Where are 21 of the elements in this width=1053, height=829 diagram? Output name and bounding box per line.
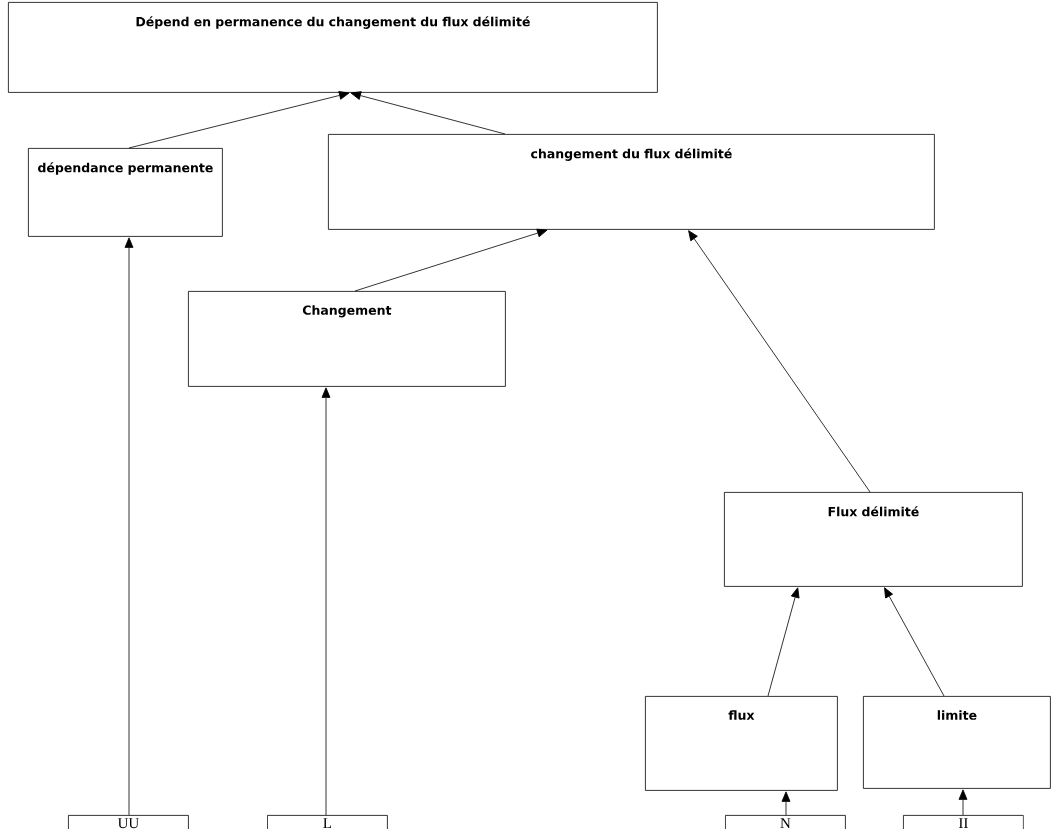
process-box: flux [645,696,838,791]
arrow [884,587,945,697]
input-box: N [725,815,846,829]
arrow [124,237,134,816]
arrow [767,587,800,697]
arrow [350,91,506,135]
arrow [958,789,968,816]
arrow [128,91,350,149]
process-box: Dépend en permanence du changement du flux délimité [8,2,658,93]
process-box: Flux délimité [724,492,1023,587]
arrow [781,791,791,816]
arrow [688,230,871,493]
process-box: Changement [188,291,506,387]
arrow [354,228,548,292]
input-box: II [903,815,1024,829]
input-box: L [267,815,388,829]
process-box: limite [863,696,1051,789]
arrow [321,387,331,816]
process-box: changement du flux délimité [328,134,935,230]
process-box: dépendance permanente [28,148,223,237]
input-box: UU [68,815,189,829]
